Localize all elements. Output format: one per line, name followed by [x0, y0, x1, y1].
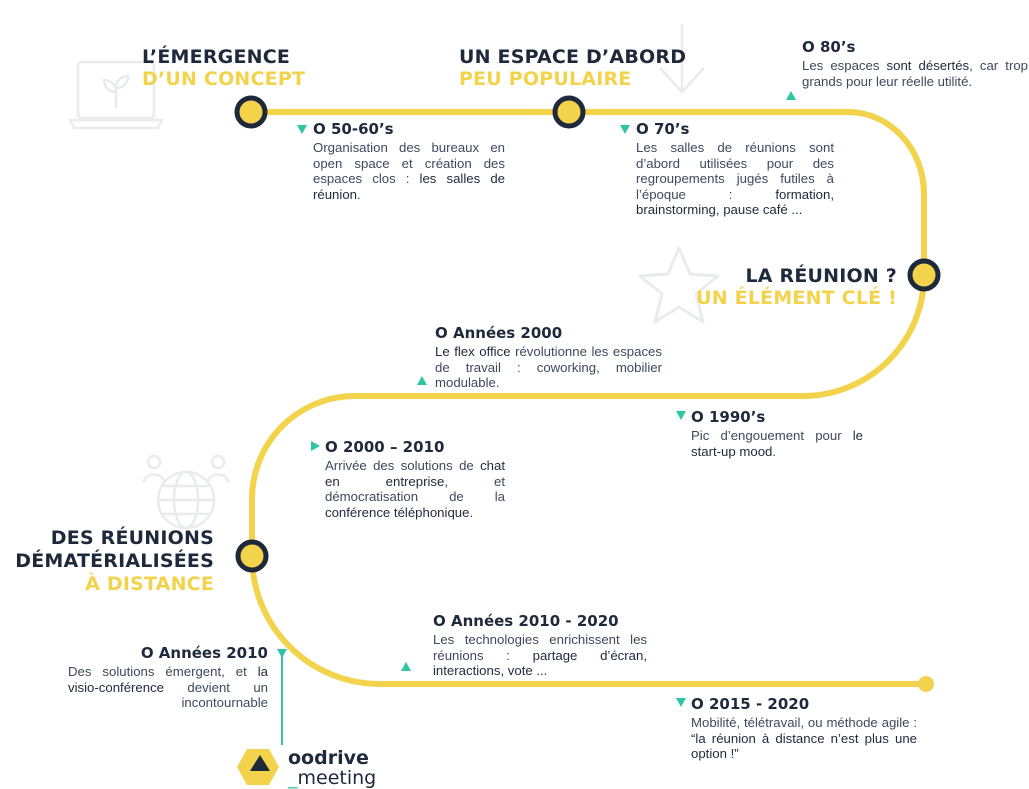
triangle-marker-icon [277, 649, 287, 658]
entry-1990s: O 1990’s Pic d’engouement pour le start-… [691, 408, 863, 459]
heading-dematerialisees-line1: DES RÉUNIONS [50, 527, 214, 549]
milestone-node-3 [907, 258, 941, 292]
oodrive-meeting-logo: oodrive _meeting [236, 745, 406, 789]
entry-year: O 70’s [636, 120, 690, 138]
hexagon-logo-icon [237, 749, 279, 785]
entry-text: Le flex office révolutionne les espaces … [435, 344, 662, 390]
entry-2015-2020: O 2015 - 2020 Mobilité, télétravail, ou … [691, 695, 917, 762]
entry-annees-2000: O Années 2000 Le flex office révolutionn… [435, 324, 662, 391]
heading-emergence-line2: D’UN CONCEPT [142, 68, 306, 90]
entry-year: O 1990’s [691, 408, 766, 426]
triangle-marker-icon [311, 441, 320, 451]
entry-text: Des solutions émergent, et la visio-conf… [68, 664, 268, 710]
heading-dematerialisees-line3: À DISTANCE [85, 573, 214, 595]
triangle-marker-icon [401, 662, 411, 671]
timeline-end-dot [918, 676, 934, 692]
logo-brand: oodrive [288, 747, 369, 769]
entry-year: O 80’s [802, 38, 856, 56]
entry-2000-2010: O 2000 – 2010 Arrivée des solutions de c… [325, 438, 505, 520]
entry-text: Les salles de réunions sont d’abord util… [636, 140, 834, 217]
logo-product: _meeting [288, 767, 377, 789]
entry-70s: O 70’s Les salles de réunions sont d’abo… [636, 120, 834, 218]
heading-reunion: LA RÉUNION ? UN ÉLÉMENT CLÉ ! [696, 265, 897, 309]
heading-reunion-line1: LA RÉUNION ? [745, 265, 897, 287]
entry-50-60s: O 50-60’s Organisation des bureaux en op… [313, 120, 505, 202]
milestone-node-1 [234, 95, 268, 129]
download-arrow-icon [659, 24, 705, 94]
triangle-marker-icon [676, 411, 686, 420]
milestone-node-4 [235, 539, 269, 573]
entry-text: Mobilité, télétravail, ou méthode agile … [691, 715, 917, 761]
entry-year: O Années 2000 [435, 324, 563, 342]
entry-annees-2010: O Années 2010 Des solutions émergent, et… [68, 644, 268, 711]
entry-80s: O 80’s Les espaces sont désertés, car tr… [802, 38, 1028, 89]
triangle-marker-icon [620, 125, 630, 134]
entry-year: O 2015 - 2020 [691, 695, 810, 713]
entry-year: O Années 2010 - 2020 [433, 612, 619, 630]
triangle-marker-icon [417, 376, 427, 385]
entry-year: O 2000 – 2010 [325, 438, 445, 456]
entry-annees-2010-2020: O Années 2010 - 2020 Les technologies en… [433, 612, 647, 679]
triangle-marker-icon [786, 91, 796, 100]
entry-text: Organisation des bureaux en open space e… [313, 140, 505, 202]
triangle-marker-icon [676, 698, 686, 707]
entry-text: Arrivée des solutions de chat en entrepr… [325, 458, 505, 520]
heading-dematerialisees: DES RÉUNIONS DÉMATÉRIALISÉES À DISTANCE [15, 527, 214, 596]
heading-espace: UN ESPACE D’ABORD PEU POPULAIRE [459, 46, 686, 90]
timeline-path [248, 109, 929, 687]
entry-text: Les technologies enrichissent les réunio… [433, 632, 647, 678]
heading-emergence-line1: L’ÉMERGENCE [142, 46, 291, 68]
globe-people-icon [142, 454, 230, 530]
milestone-node-2 [552, 95, 586, 129]
star-icon [638, 246, 720, 324]
entry-year: O Années 2010 [140, 644, 268, 662]
heading-reunion-line2: UN ÉLÉMENT CLÉ ! [696, 287, 897, 309]
triangle-marker-icon [297, 125, 307, 134]
heading-espace-line2: PEU POPULAIRE [459, 68, 632, 90]
entry-text: Les espaces sont désertés, car trop gran… [802, 58, 1029, 89]
heading-dematerialisees-line2: DÉMATÉRIALISÉES [15, 550, 214, 572]
heading-emergence: L’ÉMERGENCE D’UN CONCEPT [142, 46, 305, 90]
heading-espace-line1: UN ESPACE D’ABORD [459, 46, 687, 68]
entry-text: Pic d’engouement pour le start-up mood. [691, 428, 863, 459]
laptop-plant-icon [68, 60, 164, 130]
entry-year: O 50-60’s [313, 120, 394, 138]
